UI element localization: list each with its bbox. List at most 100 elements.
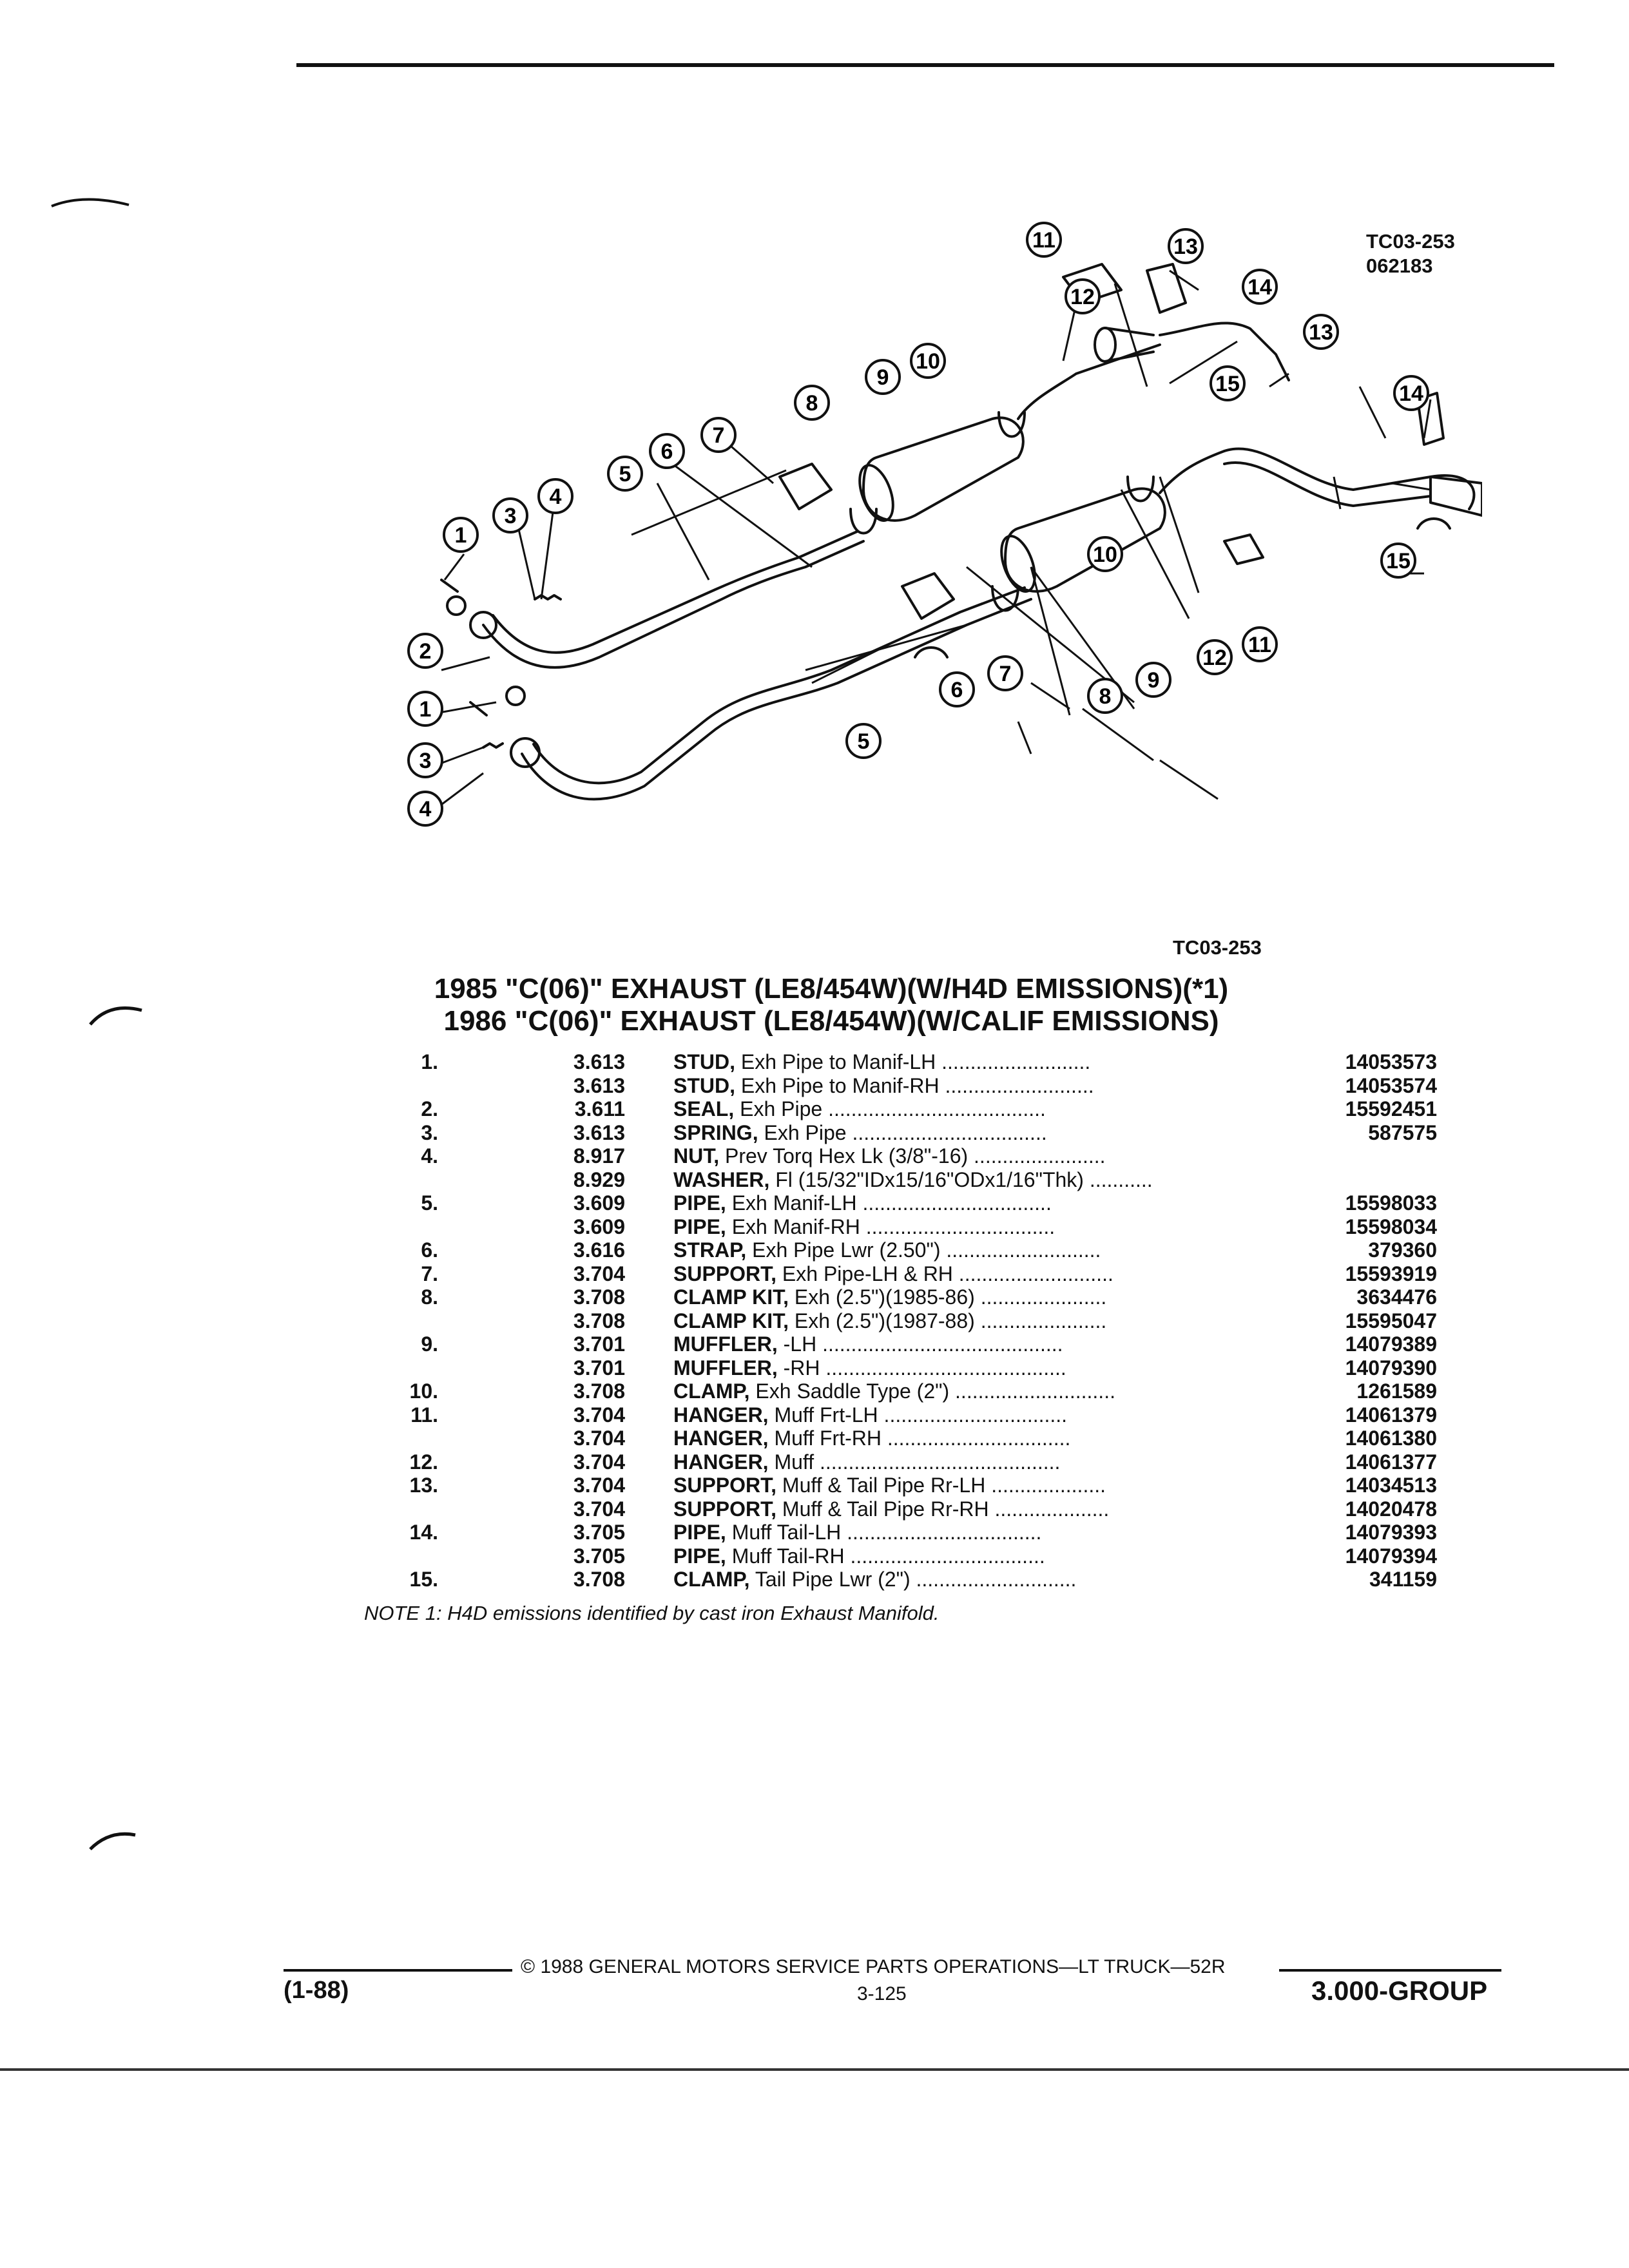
support-rr-lh	[1146, 263, 1187, 314]
part-number	[1318, 1168, 1437, 1192]
part-name: SPRING,	[673, 1120, 758, 1144]
svg-text:14: 14	[1399, 381, 1423, 406]
item-number: 3.	[421, 1120, 438, 1144]
part-number: 14061377	[1345, 1450, 1437, 1474]
pipe-manifold-lh	[482, 540, 865, 669]
clamp-u-4	[1126, 476, 1155, 503]
group-number: 3.704	[573, 1497, 625, 1521]
svg-text:4: 4	[419, 797, 432, 822]
item-number: 8.	[421, 1285, 438, 1309]
part-name: HANGER,	[673, 1450, 769, 1474]
leader-dots: ..................................	[846, 1120, 1047, 1144]
svg-text:11: 11	[1032, 228, 1055, 253]
part-description: HANGER, Muff ...........................…	[673, 1450, 1318, 1474]
leader-dots: ......................................	[822, 1097, 1046, 1120]
tail-pipe-rh	[1223, 447, 1476, 510]
title-line-1: 1985 "C(06)" EXHAUST (LE8/454W)(W/H4D EM…	[434, 973, 1229, 1004]
item-number	[361, 1168, 438, 1192]
group-number: 3.704	[573, 1262, 625, 1285]
part-name: STUD,	[673, 1050, 735, 1073]
callout-5-mid: 5	[845, 723, 882, 759]
part-description: SUPPORT, Muff & Tail Pipe Rr-RH ........…	[673, 1497, 1318, 1521]
part-name: MUFFLER,	[673, 1332, 778, 1356]
pipe-manifold-rh	[521, 598, 1032, 801]
margin-marks	[51, 198, 142, 1850]
tail-pipe-lh	[1159, 322, 1290, 381]
hanger-muff	[1223, 533, 1264, 565]
part-name: CLAMP,	[673, 1568, 750, 1591]
leader-dots: .......................	[968, 1144, 1106, 1168]
group-number: 3.704	[573, 1403, 625, 1427]
pipe-intermediate-rh	[1159, 450, 1226, 494]
part-number: 15598034	[1345, 1215, 1437, 1238]
item-number: 2.	[421, 1097, 438, 1120]
svg-text:11: 11	[1248, 633, 1271, 657]
part-detail: Exh (2.5")(1987-88)	[788, 1309, 975, 1332]
part-number: 14034513	[1345, 1474, 1437, 1497]
part-description: CLAMP KIT, Exh (2.5")(1985-86) .........…	[673, 1285, 1318, 1309]
callout-11-mid: 11	[1242, 626, 1278, 662]
figure-ref-code: TC03-253	[1366, 230, 1455, 253]
spring-lh	[534, 594, 562, 601]
svg-text:13: 13	[1309, 320, 1333, 345]
item-number: 10.	[409, 1379, 438, 1403]
figure-ref-date: 062183	[1366, 255, 1433, 277]
part-detail: -RH	[777, 1356, 820, 1379]
callout-15-mid: 15	[1380, 543, 1416, 579]
title-line-2: 1986 "C(06)" EXHAUST (LE8/454W)(W/CALIF …	[443, 1005, 1219, 1037]
part-detail: -LH	[777, 1332, 817, 1356]
callout-5-top: 5	[607, 456, 643, 492]
footnote: NOTE 1: H4D emissions identified by cast…	[364, 1602, 940, 1624]
figure-ref-bottom: TC03-253	[1173, 936, 1262, 959]
item-number: 4.	[421, 1144, 438, 1168]
part-number: 1261589	[1356, 1379, 1437, 1403]
svg-text:9: 9	[877, 365, 889, 390]
part-number: 14053573	[1345, 1050, 1437, 1073]
muffler-lh	[862, 416, 1025, 522]
leader-dots: ...........................	[952, 1262, 1113, 1285]
flange-lh	[469, 611, 497, 639]
part-detail: Muff Tail-RH	[726, 1544, 845, 1568]
clamp-tail-lwr	[1416, 517, 1451, 530]
support-rr-rh	[1416, 392, 1445, 446]
part-number: 14061379	[1345, 1403, 1437, 1427]
part-description: SUPPORT, Muff & Tail Pipe Rr-LH ........…	[673, 1474, 1318, 1497]
group-number: 3.609	[573, 1191, 625, 1215]
item-number: 14.	[409, 1521, 438, 1544]
part-detail: Muff Frt-RH	[768, 1427, 882, 1450]
part-detail: Exh Pipe to Manif-RH	[735, 1073, 940, 1097]
part-detail: Exh Manif-LH	[726, 1191, 857, 1215]
part-detail: Prev Torq Hex Lk (3/8"-16)	[719, 1144, 969, 1168]
group-number: 3.609	[573, 1215, 625, 1238]
part-description: SPRING, Exh Pipe .......................…	[673, 1121, 1318, 1145]
callout-8-mid: 8	[1087, 678, 1123, 714]
group-number: 3.616	[573, 1238, 625, 1262]
leader-dots: ............................	[949, 1379, 1115, 1403]
part-description: WASHER, Fl (15/32"IDx15/16"ODx1/16"Thk) …	[673, 1168, 1318, 1192]
callout-10-top: 10	[910, 343, 946, 379]
svg-text:12: 12	[1202, 646, 1227, 670]
svg-text:6: 6	[661, 439, 673, 464]
top-rule	[296, 63, 1554, 67]
part-description: PIPE, Exh Manif-LH .....................…	[673, 1191, 1318, 1215]
part-detail: Exh Pipe	[758, 1120, 847, 1144]
item-number	[361, 1215, 438, 1239]
group-number: 3.708	[573, 1379, 625, 1403]
part-name: WASHER,	[673, 1168, 770, 1191]
pipe-manifold-lh-inner	[492, 530, 858, 654]
leader-dots: ..........................	[936, 1050, 1091, 1073]
callout-6-top: 6	[649, 433, 685, 469]
part-description: SEAL, Exh Pipe .........................…	[673, 1097, 1318, 1121]
callout-12-mid: 12	[1197, 639, 1233, 675]
callout-1-left: 1	[407, 691, 443, 727]
item-number: 7.	[421, 1262, 438, 1285]
svg-text:8: 8	[1099, 684, 1112, 709]
